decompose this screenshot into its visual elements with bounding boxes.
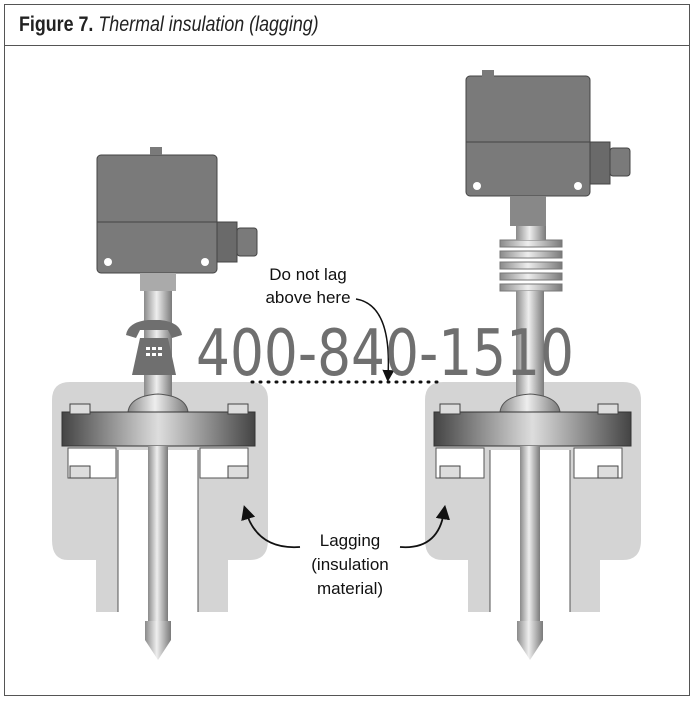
no-lag-label-2: above here: [265, 288, 350, 307]
figure-title: Figure 7. Thermal insulation (lagging): [19, 13, 319, 37]
lagging-label-3: material): [317, 579, 383, 598]
right-transmitter: [433, 70, 632, 660]
watermark-phone-number: 400-840-1510: [196, 317, 574, 391]
cooling-fins: [499, 226, 563, 292]
left-transmitter: [61, 147, 258, 660]
lagging-arrow-right: [399, 504, 450, 549]
lagging-label-2: (insulation: [311, 555, 389, 574]
lagging-arrow-left: [241, 505, 301, 549]
figure-title-bar: Figure 7. Thermal insulation (lagging): [5, 5, 689, 46]
no-lag-label-1: Do not lag: [269, 265, 347, 284]
lagging-label-1: Lagging: [320, 531, 381, 550]
figure-label: Figure 7.: [19, 13, 94, 36]
phone-icon: [126, 320, 182, 375]
figure-caption: Thermal insulation (lagging): [98, 13, 319, 36]
no-lag-arrow: [355, 298, 395, 382]
figure-frame: Figure 7. Thermal insulation (lagging): [4, 4, 690, 696]
